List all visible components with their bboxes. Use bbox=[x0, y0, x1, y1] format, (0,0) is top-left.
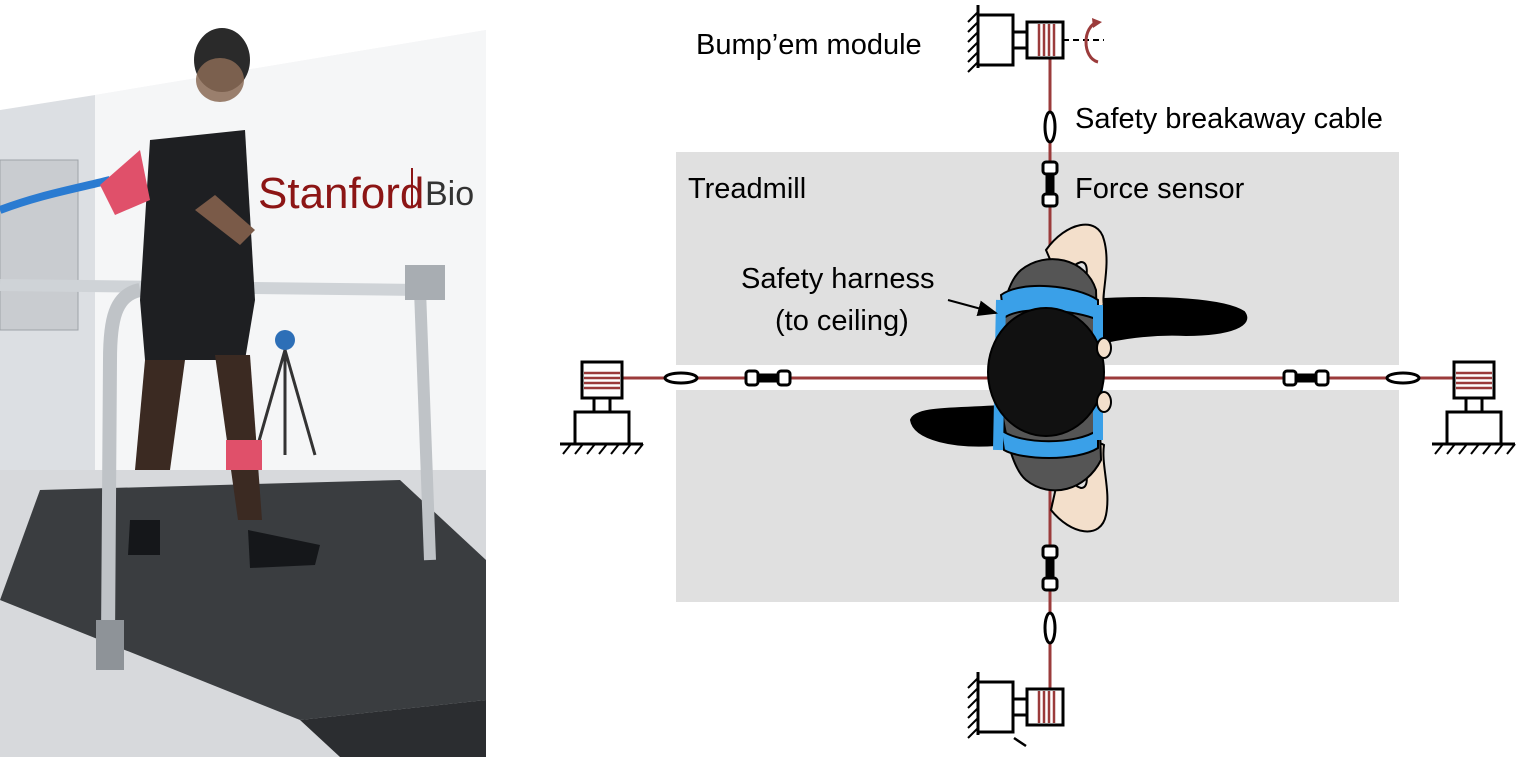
bumpem-module-top bbox=[967, 5, 1104, 73]
harness-label-line2: (to ceiling) bbox=[775, 305, 909, 337]
bumpem-module-label: Bump’em module bbox=[696, 29, 922, 61]
wall-text-cut: Bio bbox=[425, 175, 474, 213]
ear-bottom bbox=[1096, 391, 1112, 413]
wall-logo: Stanford bbox=[258, 169, 424, 218]
bumpem-module-right bbox=[1432, 360, 1516, 455]
force-sensor-right bbox=[1282, 369, 1330, 387]
force-sensors bbox=[744, 160, 1330, 592]
lab-photo: Stanford Bio bbox=[0, 0, 486, 757]
breakaway-cable-label: Safety breakaway cable bbox=[1075, 103, 1383, 135]
breakaway-links bbox=[663, 110, 1421, 645]
force-sensor-top bbox=[1041, 160, 1059, 208]
bumpem-module-left bbox=[560, 360, 644, 455]
ear-top bbox=[1096, 337, 1112, 359]
treadmill-label: Treadmill bbox=[688, 173, 806, 205]
force-sensor-label: Force sensor bbox=[1075, 173, 1245, 205]
head-hair bbox=[987, 307, 1105, 437]
bumpem-diagram: Bump’em module Safety breakaway cable Tr… bbox=[560, 5, 1516, 748]
harness-label-line1: Safety harness bbox=[741, 263, 934, 295]
harness-arrow bbox=[947, 299, 998, 317]
leg-right bbox=[1074, 297, 1248, 352]
force-sensor-left bbox=[744, 369, 792, 387]
person-top-view bbox=[909, 223, 1248, 533]
bumpem-module-bottom bbox=[967, 672, 1065, 748]
force-sensor-bottom bbox=[1041, 544, 1059, 592]
